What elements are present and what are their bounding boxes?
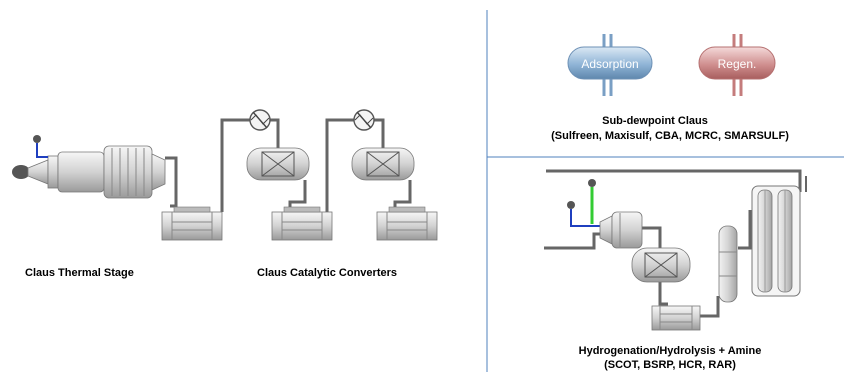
pipe-reheater-2-out bbox=[374, 118, 385, 148]
condenser-icon bbox=[271, 206, 333, 241]
claus-train bbox=[165, 118, 412, 212]
burner-icon bbox=[12, 135, 59, 189]
pipe-to-column bbox=[700, 296, 720, 318]
condenser-icon bbox=[376, 206, 438, 241]
tail-gas-processes: (SCOT, BSRP, HCR, RAR) bbox=[604, 359, 736, 371]
pipe-to-reheater-2 bbox=[325, 118, 354, 212]
condenser-icon bbox=[161, 206, 223, 241]
pipe-reactor-out bbox=[658, 282, 668, 306]
reactor-icon bbox=[631, 247, 691, 283]
reactor-icon bbox=[246, 147, 310, 181]
heat-exchanger-icon bbox=[353, 109, 375, 131]
regen-vessel: Regen. bbox=[698, 34, 776, 96]
sub-dewpoint-claus-processes: (Sulfreen, Maxisulf, CBA, MCRC, SMARSULF… bbox=[551, 130, 789, 142]
regenerator-icon bbox=[751, 176, 807, 297]
inlet-lines bbox=[570, 187, 600, 227]
pipe-reheater-1-out bbox=[270, 118, 280, 148]
pipe-rgh-out bbox=[642, 226, 662, 248]
pipe-top-return bbox=[546, 169, 802, 192]
adsorption-label: Adsorption bbox=[581, 57, 638, 71]
pipe-feed bbox=[544, 232, 600, 250]
claus-thermal-stage-label: Claus Thermal Stage bbox=[25, 267, 134, 279]
tail-gas-pipes bbox=[544, 169, 802, 318]
heater-icon bbox=[599, 211, 643, 249]
pipe-column-to-regen bbox=[738, 210, 752, 250]
tail-gas-title: Hydrogenation/Hydrolysis + Amine bbox=[578, 345, 762, 357]
adsorption-vessel: Adsorption bbox=[567, 34, 653, 96]
regen-label: Regen. bbox=[718, 57, 757, 71]
pipe-furnace-out bbox=[165, 156, 178, 208]
claus-catalytic-converters-label: Claus Catalytic Converters bbox=[257, 267, 397, 279]
condenser-icon bbox=[651, 305, 701, 331]
column-icon bbox=[718, 225, 738, 303]
sub-dewpoint-claus-title: Sub-dewpoint Claus bbox=[602, 115, 708, 127]
furnace-icon bbox=[57, 145, 166, 199]
pipe-to-reheater-1 bbox=[220, 118, 250, 212]
reactor-icon bbox=[351, 147, 415, 181]
heat-exchanger-icon bbox=[249, 109, 271, 131]
